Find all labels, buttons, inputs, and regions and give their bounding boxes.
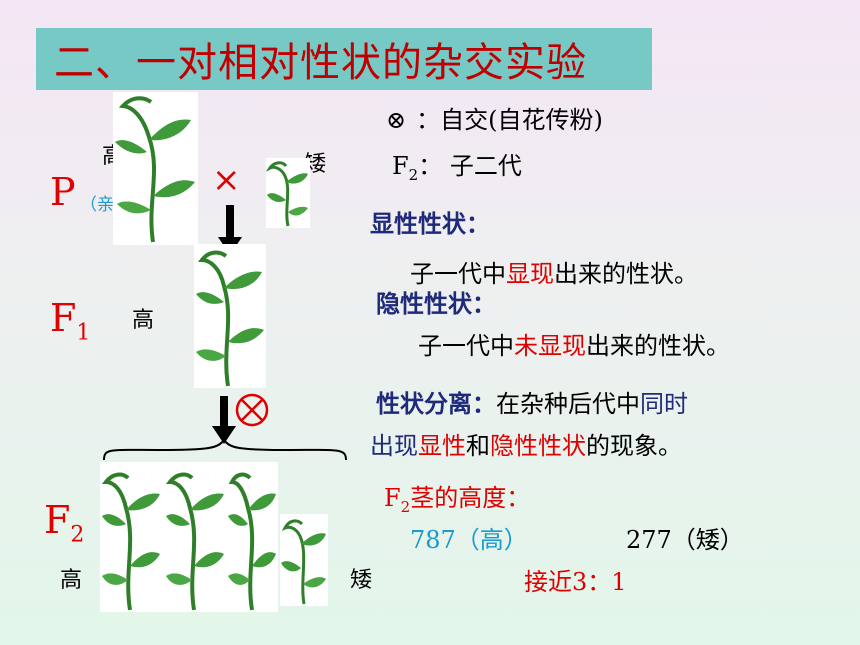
short-parent-plant-image — [266, 158, 310, 228]
self-pollination-icon — [235, 393, 269, 427]
tall-parent-plant-image — [113, 92, 198, 245]
f2-tall-plant-1-image — [100, 462, 162, 612]
f2-height-label: F2茎的高度： — [384, 484, 531, 516]
recessive-trait-heading: 隐性性状： — [376, 289, 496, 318]
f2-legend: F2： 子二代 — [392, 152, 522, 184]
f2-generation-label: F2 — [44, 498, 85, 548]
segregation-line-1: 性状分离：在杂种后代中同时 — [376, 389, 688, 418]
p-generation-label: P — [50, 170, 76, 214]
tall-count: 787（高） — [410, 526, 528, 554]
f2-tall-plant-2-image — [162, 462, 226, 612]
dominant-trait-heading: 显性性状： — [370, 209, 490, 238]
short-plant-illustration — [266, 161, 308, 227]
self-symbol: ⊗ — [386, 106, 407, 134]
tall-plant-illustration — [101, 472, 160, 611]
dominant-trait-definition: 子一代中显现出来的性状。 — [410, 260, 698, 288]
tall-plant-illustration — [165, 472, 224, 611]
ratio-text: 接近3：1 — [524, 568, 627, 596]
page-title: 二、一对相对性状的杂交实验 — [54, 40, 587, 86]
tall-plant-illustration — [196, 250, 264, 387]
segregation-line-2: 出现显性和隐性性状的现象。 — [370, 432, 682, 460]
cross-symbol: × — [212, 160, 241, 200]
tall-plant-illustration — [115, 96, 195, 243]
arrow-down-icon — [212, 396, 236, 444]
f2-tall-plant-3-image — [226, 462, 278, 612]
label-tall-f2: 高 — [60, 568, 83, 593]
tall-plant-illustration — [228, 472, 276, 611]
short-plant-illustration — [281, 519, 326, 605]
label-tall-f1: 高 — [132, 308, 155, 333]
label-short-f2: 矮 — [350, 568, 373, 593]
f2-short-plant-image — [280, 514, 328, 606]
brace-icon — [103, 438, 347, 461]
f1-plant-image — [194, 244, 266, 388]
title-bar — [36, 28, 652, 90]
short-count: 277（矮） — [626, 526, 744, 554]
self-pollination-legend: ⊗：自交(自花传粉) — [386, 106, 603, 134]
recessive-trait-definition: 子一代中未显现出来的性状。 — [418, 332, 730, 360]
segregation-heading: 性状分离： — [376, 389, 496, 418]
f1-generation-label: F1 — [50, 296, 91, 346]
